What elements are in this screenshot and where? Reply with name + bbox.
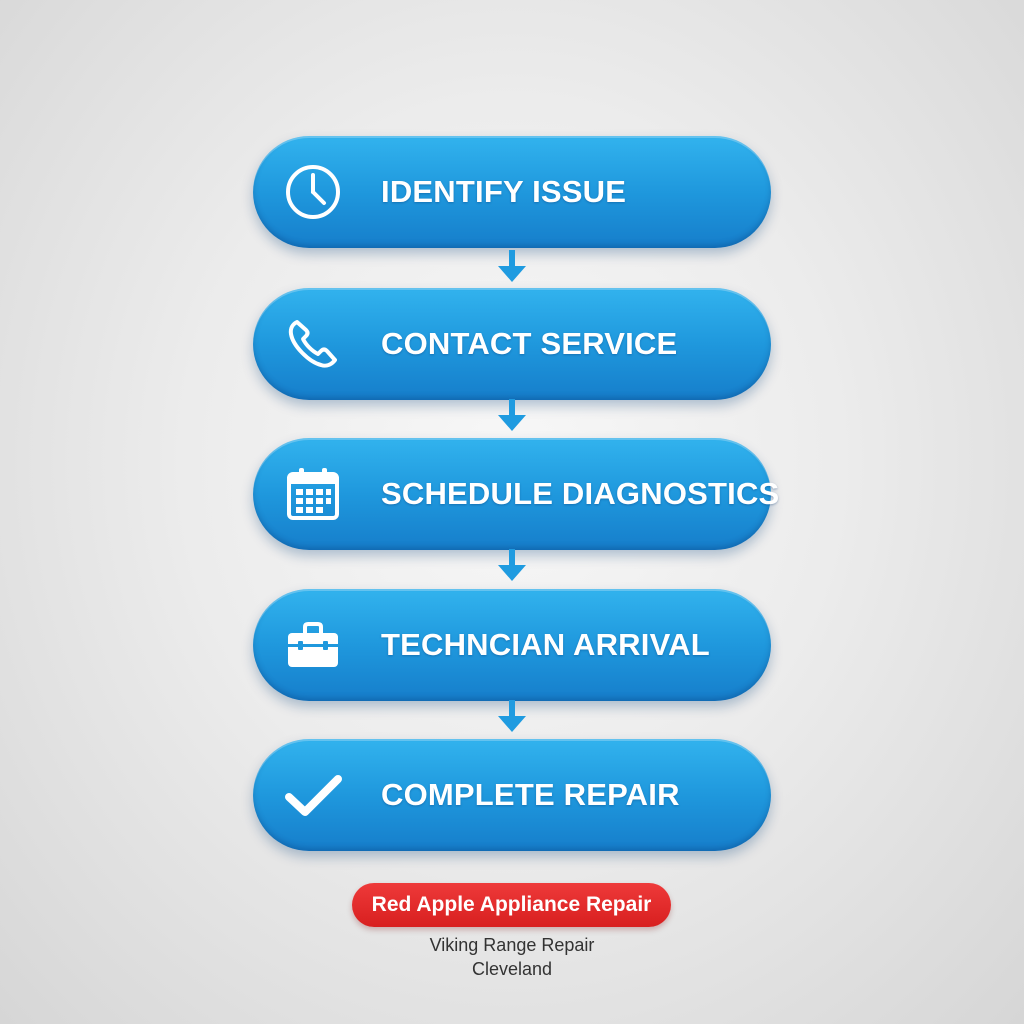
step-identify-issue[interactable]: IDENTIFY ISSUE [253,136,771,248]
location-caption: Cleveland [471,959,553,979]
down-arrow-icon [496,250,528,284]
step-label: COMPLETE REPAIR [381,777,680,812]
clock-icon [283,162,343,222]
step-label: SCHEDULE DIAGNOSTICS [381,476,780,511]
phone-icon [283,314,343,374]
down-arrow-icon [496,549,528,583]
toolbox-icon [283,615,343,675]
checkmark-icon [283,765,343,825]
step-label: IDENTIFY ISSUE [381,174,627,209]
step-label: TECHNCIAN ARRIVAL [381,627,710,662]
step-technician-arrival[interactable]: TECHNCIAN ARRIVAL [253,589,771,701]
brand-badge: Red Apple Appliance Repair [352,883,671,927]
step-label: CONTACT SERVICE [381,326,678,361]
calendar-icon [283,464,343,524]
service-caption: Viking Range Repair [429,935,595,955]
down-arrow-icon [496,700,528,734]
down-arrow-icon [496,399,528,433]
step-schedule-diagnostics[interactable]: SCHEDULE DIAGNOSTICS [253,438,779,550]
step-complete-repair[interactable]: COMPLETE REPAIR [253,739,771,851]
step-contact-service[interactable]: CONTACT SERVICE [253,288,771,400]
